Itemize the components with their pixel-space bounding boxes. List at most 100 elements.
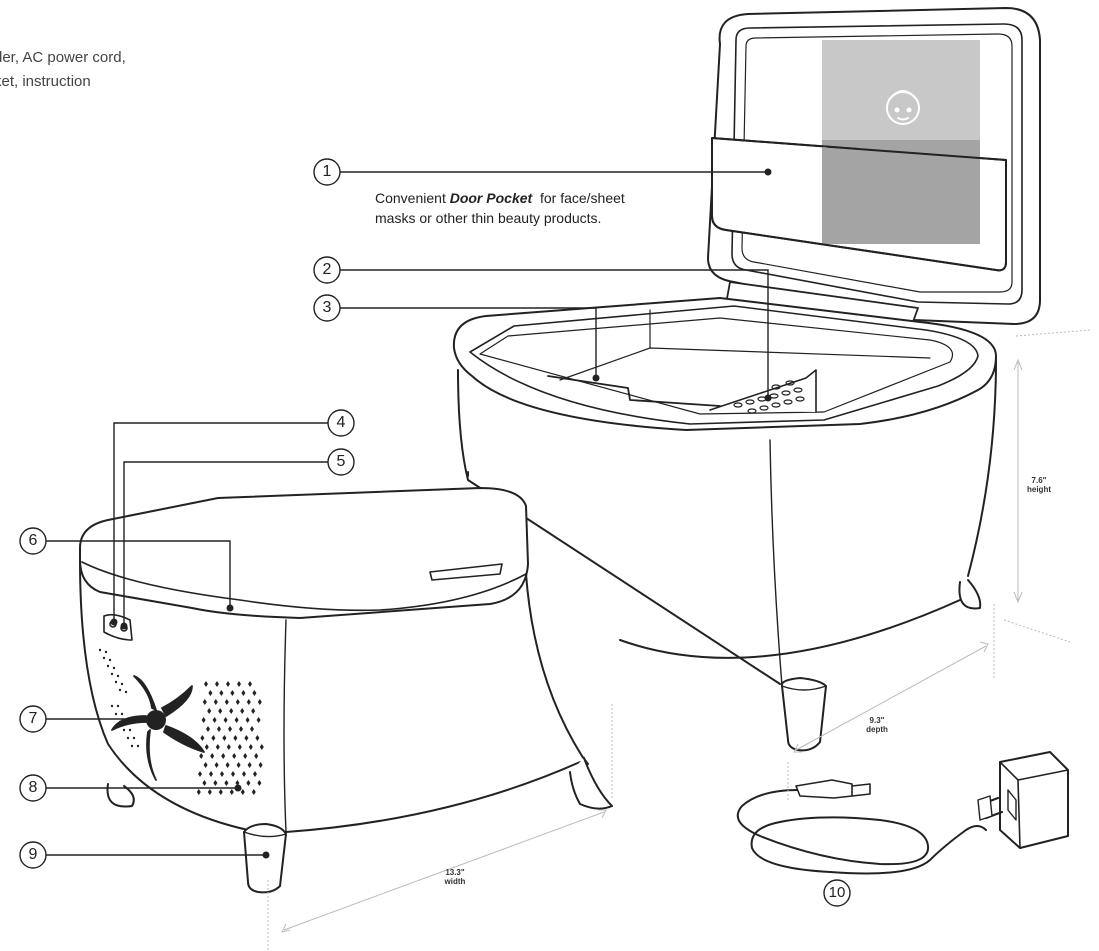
vent-dot	[245, 717, 250, 723]
vent-dot	[235, 699, 240, 705]
vent-dot	[215, 681, 219, 687]
vent-dot	[219, 690, 224, 696]
vent-dot	[211, 735, 216, 741]
ac-power-adapter	[736, 751, 1069, 875]
vent-dot	[232, 753, 237, 759]
vent-dot	[214, 762, 219, 768]
vent-dot	[202, 780, 207, 786]
vent-dot	[204, 744, 209, 750]
open-fridge-unit	[452, 7, 1041, 752]
control-panel	[103, 613, 133, 641]
vent-dot	[206, 726, 210, 732]
caption-line-2: masks or other thin beauty products.	[375, 210, 602, 226]
vent-dot	[240, 789, 245, 795]
closed-lid	[79, 487, 529, 619]
vent-dot	[213, 780, 218, 786]
vent-dot	[246, 699, 251, 705]
vent-dot	[234, 717, 239, 723]
callout-endpoints	[110, 168, 772, 859]
open-body	[457, 359, 997, 685]
vent-dot	[255, 735, 260, 741]
vent-dot	[235, 780, 240, 786]
callout-8: 8	[28, 779, 38, 796]
caption-line-1: Convenient Door Pocket for face/sheet	[375, 188, 625, 208]
vent-dot	[243, 753, 248, 759]
vent-dot	[244, 735, 249, 741]
vent-dot	[222, 735, 227, 741]
vent-dot	[253, 771, 257, 777]
vent-dot	[247, 762, 252, 768]
vent-dot	[246, 780, 251, 786]
vent-dot	[199, 753, 204, 759]
vent-dot	[258, 762, 263, 768]
vent-dot	[229, 789, 234, 795]
callout-leaders	[46, 171, 769, 856]
vent-dot	[225, 762, 230, 768]
closed-body	[79, 559, 589, 833]
vent-dot	[220, 771, 224, 777]
vent-dot	[221, 753, 226, 759]
callout-3: 3	[322, 299, 332, 316]
vent-dot	[242, 771, 246, 777]
vent-dot	[201, 717, 206, 723]
vent-dot	[241, 690, 246, 696]
vent-dot	[239, 726, 243, 732]
caption-emphasis: Door Pocket	[449, 190, 533, 206]
height-value: 7.6"	[1031, 476, 1047, 485]
vent-dot	[259, 744, 264, 750]
vent-dot	[230, 690, 235, 696]
face-mask-icon	[886, 90, 920, 125]
depth-value: 9.3"	[869, 716, 885, 725]
callout-9: 9	[28, 846, 38, 863]
side-vent-dots	[98, 648, 140, 748]
vent-dot	[198, 771, 202, 777]
intro-text: der, AC power cord, ket, instruction	[0, 46, 190, 94]
vent-dot	[217, 726, 221, 732]
vent-dot	[237, 744, 242, 750]
dimension-lines	[267, 329, 1091, 951]
vent-dot	[213, 699, 218, 705]
vent-dot	[224, 780, 229, 786]
vent-dot	[228, 726, 232, 732]
height-label: 7.6" height	[1024, 476, 1054, 494]
vent-dot	[207, 789, 212, 795]
vent-dot	[233, 735, 238, 741]
door-pocket-caption: Convenient Door Pocket for face/sheet ma…	[375, 188, 625, 228]
vent-dot	[200, 735, 205, 741]
vent-dot	[236, 762, 241, 768]
vent-dot	[251, 708, 256, 714]
vent-dot	[209, 771, 213, 777]
vent-dot	[210, 753, 215, 759]
closed-right-foot	[569, 757, 613, 810]
vent-dot	[208, 690, 213, 696]
callout-circles	[19, 158, 851, 907]
vent-dot	[218, 789, 223, 795]
vent-dot	[248, 681, 252, 687]
vent-dot	[257, 699, 262, 705]
vent-dot	[215, 744, 220, 750]
vent-dot	[212, 717, 217, 723]
depth-dimension-line	[795, 645, 987, 751]
vent-dot	[229, 708, 234, 714]
callout-1: 1	[322, 163, 332, 180]
vent-dot	[237, 681, 241, 687]
caption-prefix: Convenient	[375, 190, 450, 206]
vent-dot	[252, 690, 257, 696]
vent-dot	[218, 708, 223, 714]
width-dimension-line	[283, 811, 605, 931]
callout-4: 4	[336, 414, 346, 431]
vent-dot	[240, 708, 245, 714]
intro-text-line-1: der, AC power cord,	[0, 49, 126, 66]
depth-text: depth	[866, 725, 888, 734]
callout-5: 5	[336, 453, 346, 470]
vent-dot	[226, 744, 231, 750]
callout-10: 10	[828, 884, 846, 901]
vent-dot	[202, 699, 207, 705]
vent-dot	[251, 789, 256, 795]
vent-dot	[248, 744, 253, 750]
callout-2: 2	[322, 261, 332, 278]
vent-dot	[204, 681, 208, 687]
power-cord	[736, 789, 987, 875]
vent-dot	[257, 780, 262, 786]
